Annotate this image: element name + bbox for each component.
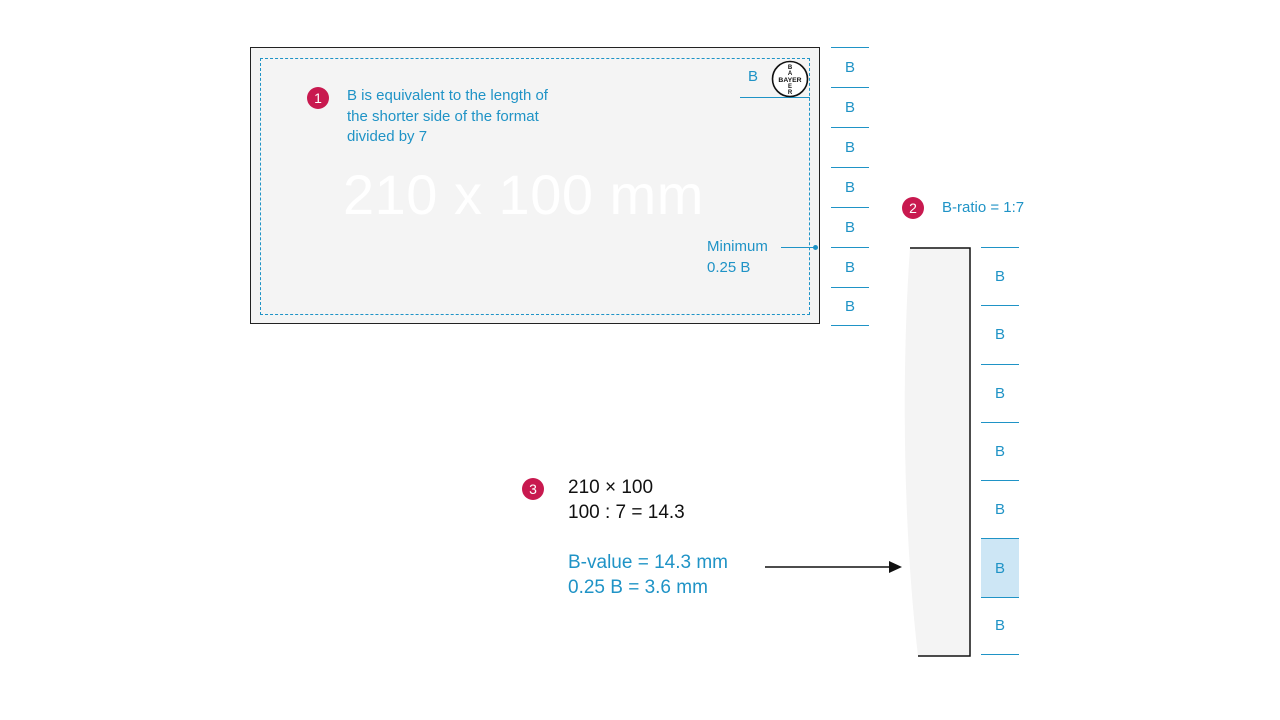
b-ratio-label: B-ratio = 1:7	[942, 199, 1025, 216]
b-unit-cell: B	[831, 47, 869, 87]
minimum-leader-line	[781, 247, 815, 248]
quarter-b-result: 0.25 B = 3.6 mm	[568, 577, 708, 598]
bayer-logo-icon: BAYER B A E R	[771, 60, 809, 98]
calculation-block: 210 × 100 100 : 7 = 14.3 B-value = 14.3 …	[568, 475, 728, 600]
logo-b-label: B	[748, 68, 759, 85]
b-unit-cell: B	[831, 87, 869, 127]
calculation-division: 100 : 7 = 14.3	[568, 502, 685, 523]
b-unit-cell-highlighted: B	[981, 538, 1019, 597]
format-side-strip	[904, 247, 971, 657]
b-unit-cell: B	[981, 363, 1019, 422]
b-unit-cell: B	[831, 207, 869, 247]
b-value-result: B-value = 14.3 mm	[568, 552, 728, 573]
safe-zone-border	[260, 58, 810, 315]
b-column-card: B B B B B B B	[831, 47, 869, 326]
b-unit-cell: B	[831, 167, 869, 207]
calculation-format: 210 × 100	[568, 477, 654, 498]
b-column-strip: B B B B B B B	[981, 247, 1019, 656]
b-unit-cell: B	[981, 421, 1019, 480]
b-unit-cell: B	[981, 596, 1019, 656]
minimum-line: 0.25 B	[707, 258, 751, 276]
b-unit-cell: B	[981, 247, 1019, 305]
b-unit-cell: B	[981, 305, 1019, 363]
b-unit-cell: B	[981, 480, 1019, 538]
b-unit-cell: B	[831, 127, 869, 167]
arrow-right-icon	[765, 561, 902, 573]
note-line: the shorter side of the format	[347, 107, 539, 125]
minimum-leader-dot	[813, 245, 818, 250]
svg-text:BAYER: BAYER	[778, 77, 801, 84]
svg-text:B: B	[788, 65, 793, 71]
format-size-label: 210 x 100 mm	[343, 163, 704, 226]
b-unit-cell: B	[831, 247, 869, 287]
step-3-badge: 3	[522, 478, 544, 500]
format-card	[250, 47, 820, 324]
b-definition-note: B is equivalent to the length of the sho…	[347, 86, 548, 148]
minimum-annotation: Minimum 0.25 B	[707, 237, 768, 278]
svg-text:R: R	[788, 90, 793, 96]
svg-text:E: E	[788, 84, 792, 90]
svg-text:A: A	[788, 71, 793, 77]
minimum-line: Minimum	[707, 238, 768, 255]
step-2-badge: 2	[902, 197, 924, 219]
b-unit-cell: B	[831, 287, 869, 326]
note-line: B is equivalent to the length of	[347, 87, 548, 104]
step-1-badge: 1	[307, 87, 329, 109]
note-line: divided by 7	[347, 128, 428, 145]
logo-b-line	[740, 97, 810, 98]
